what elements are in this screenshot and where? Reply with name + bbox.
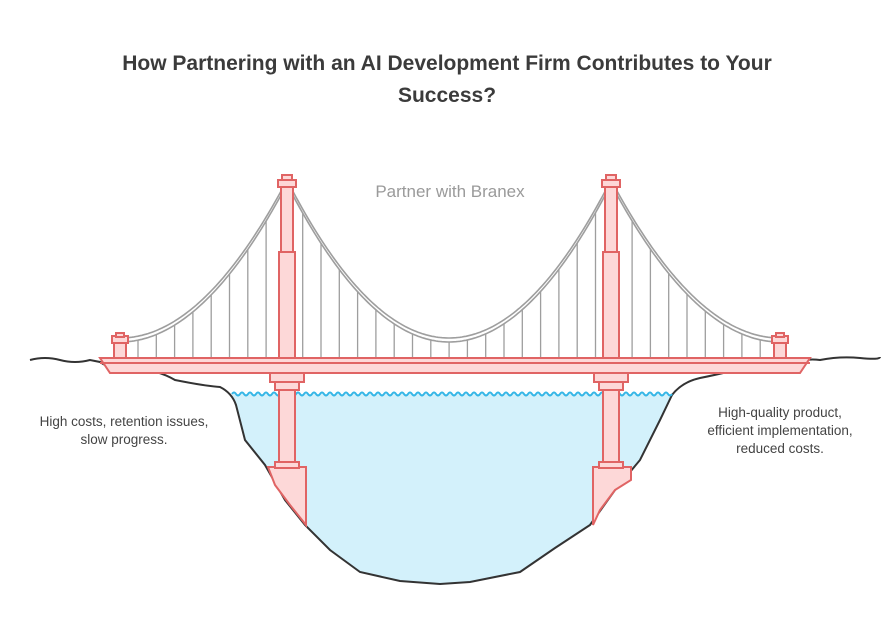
title-line-1: How Partnering with an AI Development Fi… [122,52,772,75]
left-pier [266,371,307,528]
bridge-label: Partner with Branex [375,182,525,201]
bridge-deck [98,357,812,374]
river-water [232,394,672,584]
right-label-line-1: High-quality product, [718,405,842,420]
diagram-title: How Partnering with an AI Development Fi… [0,48,894,112]
right-label-line-3: reduced costs. [736,441,824,456]
right-label: High-quality product, efficient implemen… [670,404,890,458]
left-tower [277,174,297,359]
left-label-line-2: slow progress. [80,432,168,447]
left-label-line-1: High costs, retention issues, [39,414,209,429]
suspension-cables [120,181,780,343]
left-label: High costs, retention issues, slow progr… [14,413,234,449]
right-label-line-2: efficient implementation, [707,423,853,438]
suspender-hangers [137,212,761,358]
right-pier [592,371,632,526]
right-tower [601,174,621,359]
cable-line [120,185,780,343]
bridge-structure [98,174,812,528]
water-wave [231,391,673,397]
cable-line [120,181,780,339]
title-line-2: Success? [397,84,497,107]
